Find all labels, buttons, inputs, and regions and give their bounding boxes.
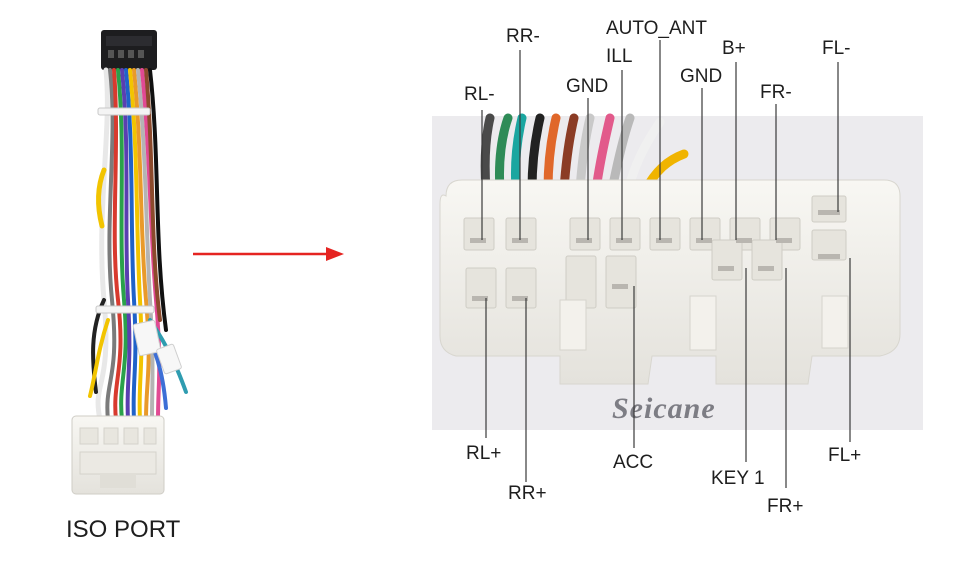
brand-watermark: Seicane [612, 392, 716, 425]
leader-lines-top [481, 40, 839, 240]
pin-labels-top: RL- RR- GND ILL AUTO_ANT GND B+ FR- FL- [464, 18, 851, 105]
pin-label-fr-minus: FR- [760, 82, 792, 103]
pin-label-gnd-2: GND [680, 66, 722, 87]
pin-label-rl-minus: RL- [464, 84, 495, 105]
pin-label-rl-plus: RL+ [466, 443, 501, 464]
pin-labels-bottom: RL+ RR+ ACC KEY 1 FR+ FL+ [466, 443, 861, 517]
pin-label-acc: ACC [613, 452, 653, 473]
connector-photo: Seicane [432, 113, 923, 430]
caption-iso-port: ISO PORT [66, 516, 181, 543]
pin-label-key1: KEY 1 [711, 468, 765, 489]
pin-label-ill: ILL [606, 46, 632, 67]
pin-label-auto-ant: AUTO_ANT [606, 18, 707, 39]
harness-illustration [71, 30, 188, 495]
pin-label-fl-plus: FL+ [828, 445, 861, 466]
pin-label-rr-plus: RR+ [508, 483, 547, 504]
red-arrow [193, 247, 344, 261]
iso-plug-small [71, 415, 165, 495]
leader-lines-bottom [485, 258, 851, 488]
pin-label-fr-plus: FR+ [767, 496, 803, 517]
pin-label-rr-minus: RR- [506, 26, 540, 47]
pin-label-gnd-1: GND [566, 76, 608, 97]
pin-label-fl-minus: FL- [822, 38, 851, 59]
pin-label-b-plus: B+ [722, 38, 746, 59]
